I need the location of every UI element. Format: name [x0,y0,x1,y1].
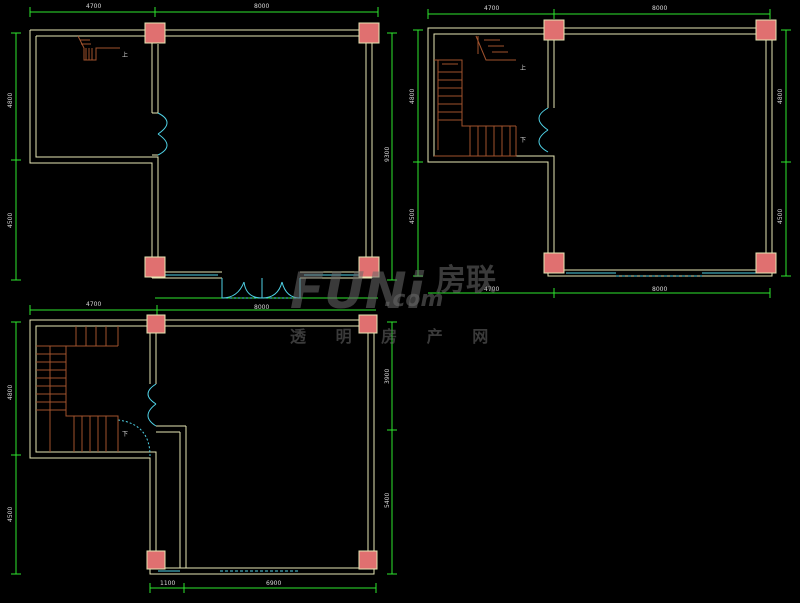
watermark: FUNi 房联 .com 透 明 房 产 网 [290,262,500,346]
plan-c-columns [146,314,378,570]
plan-b-dim-top-left: 4700 [484,5,499,12]
plan-b-dim-bottom-right: 8000 [652,286,667,293]
plan-c-column [358,550,378,570]
plan-c-doors [117,383,157,457]
plan-b-dim-top-right: 8000 [652,5,667,12]
plan-b-windows [566,272,756,277]
plan-b-dimension-lines [413,9,791,298]
plan-c-dimension-lines [11,305,397,593]
plan-b-stair-down-label: 下 [520,137,526,144]
plan-b-walls [427,27,773,277]
plan-c-dim-top-left: 4700 [86,301,101,308]
plan-b-column [543,252,565,274]
plan-c-dim-right-bottom: 5400 [384,493,391,508]
plan-b-column [543,19,565,41]
plan-b-stair-up-label: 上 [520,64,526,72]
plan-a-column [358,22,380,44]
plan-a-columns [144,22,380,278]
plan-a: 4700 8000 4800 4500 9300 8000 [7,3,397,311]
plan-b-dim-bottom-left: 4700 [484,286,499,293]
plan-c: 4700 4800 4500 3900 5400 1100 6900 [7,301,397,593]
plan-b-dim-right-top: 4800 [777,89,784,104]
plan-a-stair [77,35,120,61]
plan-a-dim-left-bottom: 4500 [7,213,14,228]
plan-c-dim-bottom-right: 6900 [266,580,281,587]
plan-a-dim-top-left: 4700 [86,3,101,10]
plan-b-column [755,252,777,274]
plan-a-stair-label: 上 [122,51,128,59]
plan-b-doors [538,107,549,153]
watermark-logo-com: .com [384,287,443,312]
plan-a-walls [29,29,373,279]
plan-b: 4700 8000 4800 4500 4800 4500 4700 8000 [409,5,791,298]
plan-a-windows [162,274,362,299]
plan-c-dim-left-top: 4800 [7,385,14,400]
plan-a-doors [157,112,301,299]
plan-c-stair [36,326,119,452]
plan-c-stair-down-label: 下 [122,431,128,438]
plan-c-dim-left-bottom: 4500 [7,507,14,522]
plan-b-dim-right-bottom: 4500 [777,209,784,224]
plan-a-dim-top-right: 8000 [254,3,269,10]
plan-b-stair [434,35,517,157]
plan-a-column [358,256,380,278]
plan-c-column [146,550,166,570]
plan-a-dimension-lines [11,7,397,299]
watermark-logo: FUNi [290,262,425,320]
plan-b-columns [543,19,777,274]
watermark-tagline: 透 明 房 产 网 [290,327,500,346]
plan-a-column [144,256,166,278]
plan-a-column [144,22,166,44]
plan-c-column [358,314,378,334]
plan-b-dim-left-bottom: 4500 [409,209,416,224]
plan-c-dim-bottom-left: 1100 [160,580,175,587]
plan-c-dim-right-top: 3900 [384,369,391,384]
plan-b-column [755,19,777,41]
watermark-logo-cn: 房联 [436,263,496,298]
plan-b-dim-left-top: 4800 [409,89,416,104]
plan-a-dim-bottom: 8000 [254,304,269,311]
plan-a-dim-right-total: 9300 [384,147,391,162]
plan-c-column [146,314,166,334]
plan-a-dim-left-top: 4800 [7,93,14,108]
